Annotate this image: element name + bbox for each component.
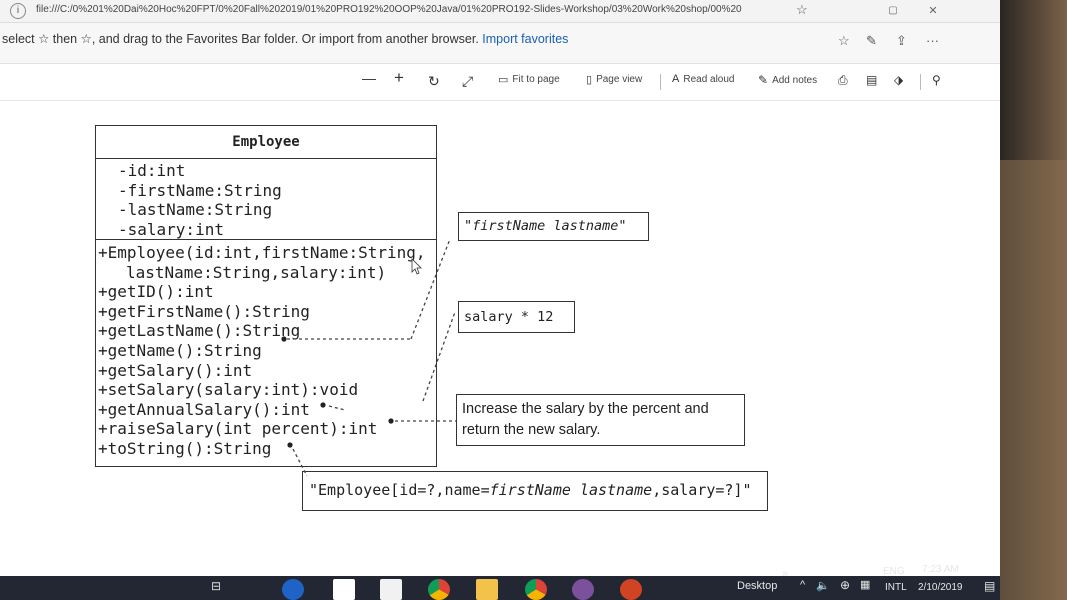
viber-icon[interactable] — [572, 579, 594, 600]
uml-field: -firstName:String — [118, 180, 282, 200]
clock-time[interactable]: 7:23 AM — [922, 564, 959, 575]
fit-page-icon: ▭ — [498, 74, 509, 86]
annual-salary-note: salary * 12 — [458, 301, 575, 333]
rotate-icon: ↻ — [428, 73, 440, 89]
toolbar-divider — [660, 74, 661, 90]
add-notes-button[interactable]: ✎Add notes — [758, 73, 817, 87]
save-as-button[interactable]: ⬗ — [894, 73, 903, 87]
show-hidden-icons-icon[interactable]: ^ — [800, 579, 806, 591]
uml-method: +getID():int — [98, 282, 214, 302]
page-view-button[interactable]: ▯Page view — [586, 73, 642, 86]
getname-note: "firstName lastname" — [458, 212, 649, 241]
pdf-page: Employee -id:int -firstName:String -last… — [0, 101, 1000, 576]
uml-method: lastName:String,salary:int) — [126, 262, 387, 282]
raise-note-line: return the new salary. — [462, 422, 601, 438]
page-view-icon: ▯ — [586, 74, 593, 86]
toolbar-chevron-icon[interactable]: » — [782, 568, 789, 580]
uml-class-box: Employee -id:int -firstName:String -last… — [95, 125, 437, 467]
uml-methods: +Employee(id:int,firstName:String, lastN… — [96, 240, 436, 459]
url-field[interactable]: file:///C:/0%201%20Dai%20Hoc%20FPT/0%20F… — [36, 4, 742, 15]
store-icon[interactable] — [333, 579, 355, 600]
add-notes-label: Add notes — [772, 74, 818, 86]
read-aloud-label: Read aloud — [683, 73, 735, 85]
save-button[interactable]: ▤ — [866, 73, 877, 87]
mail-icon[interactable] — [380, 579, 402, 600]
print-icon: ⎙ — [838, 73, 848, 87]
restore-window-icon[interactable]: ▢ — [888, 5, 898, 16]
taskbar: ⊟ Desktop » ^ 🔈 ⊕ ▦ ENG INTL 7:23 AM 2/1… — [0, 564, 1000, 600]
uml-method: +getLastName():String — [98, 321, 301, 341]
zoom-in-icon: + — [394, 68, 404, 87]
favorites-bar: select ☆ then ☆, and drag to the Favorit… — [0, 23, 1000, 64]
tostring-italic: firstName lastname — [489, 481, 653, 499]
share-icon[interactable]: ⇪ — [896, 33, 907, 48]
rotate-button[interactable]: ↻ — [428, 73, 440, 90]
uml-fields: -id:int -firstName:String -lastName:Stri… — [96, 159, 436, 240]
uml-method: +getFirstName():String — [98, 301, 310, 321]
uml-field: -salary:int — [118, 219, 224, 239]
toolbar-divider — [920, 74, 921, 90]
page-view-label: Page view — [596, 74, 643, 85]
uml-method: +raiseSalary(int percent):int — [98, 419, 378, 439]
uml-method: +toString():String — [98, 438, 272, 458]
clock-date[interactable]: 2/10/2019 — [918, 582, 963, 593]
expand-icon: ⤢ — [462, 73, 474, 89]
more-icon[interactable]: ··· — [926, 33, 939, 48]
favorites-hint-text: select ☆ then ☆, and drag to the Favorit… — [2, 32, 479, 46]
tostring-prefix: "Employee[id=?,name= — [309, 481, 490, 499]
uml-method: +getAnnualSalary():int — [98, 399, 310, 419]
uml-field: -id:int — [118, 161, 186, 180]
chrome-icon[interactable] — [428, 579, 450, 600]
pen-icon[interactable]: ✎ — [866, 33, 877, 48]
powerpoint-icon[interactable] — [620, 579, 642, 600]
pin-icon: ⚲ — [932, 73, 941, 87]
network-icon[interactable]: ⊕ — [840, 578, 851, 592]
address-bar: i file:///C:/0%201%20Dai%20Hoc%20FPT/0%2… — [0, 0, 1000, 23]
tostring-suffix: ,salary=?]" — [652, 481, 752, 499]
favorites-icon[interactable]: ☆ — [838, 33, 850, 48]
save-as-icon: ⬗ — [894, 73, 904, 87]
uml-field: -lastName:String — [118, 200, 273, 220]
background-desk — [1000, 160, 1067, 600]
fit-to-page-button[interactable]: ▭Fit to page — [498, 73, 560, 86]
favorite-star-icon[interactable]: ☆ — [796, 2, 808, 17]
desktop-toolbar[interactable]: Desktop — [737, 580, 778, 592]
print-button[interactable]: ⎙ — [838, 73, 848, 88]
raise-note-line: Increase the salary by the percent and — [462, 401, 709, 417]
task-view-icon[interactable]: ⊟ — [210, 579, 222, 593]
uml-class-name: Employee — [96, 126, 436, 159]
zoom-out-icon: — — [362, 70, 376, 86]
uml-method: +getSalary():int — [98, 360, 253, 380]
action-center-icon[interactable]: ▤ — [984, 579, 996, 593]
fullscreen-button[interactable]: ⤢ — [462, 73, 473, 90]
uml-method: +Employee(id:int,firstName:String, — [98, 243, 426, 262]
pen-icon: ✎ — [758, 73, 769, 87]
favorites-hint: select ☆ then ☆, and drag to the Favorit… — [2, 31, 568, 46]
chrome-icon[interactable] — [525, 579, 547, 600]
laptop-bezel — [1000, 0, 1067, 600]
volume-icon[interactable]: 🔈 — [816, 580, 830, 592]
pin-toolbar-button[interactable]: ⚲ — [932, 73, 941, 87]
keyboard-icon[interactable]: ▦ — [860, 579, 871, 591]
fit-to-page-label: Fit to page — [512, 74, 560, 85]
import-favorites-link[interactable]: Import favorites — [482, 32, 569, 46]
uml-method: +getName():String — [98, 340, 262, 360]
zoom-in-button[interactable]: + — [394, 68, 404, 88]
close-window-icon[interactable]: ✕ — [928, 5, 938, 17]
read-aloud-icon: A — [672, 73, 680, 85]
info-icon[interactable]: i — [10, 3, 26, 19]
file-explorer-icon[interactable] — [476, 579, 498, 600]
uml-method: +setSalary(salary:int):void — [98, 380, 359, 400]
tostring-note: "Employee[id=?,name=firstName lastname,s… — [302, 471, 768, 511]
edge-icon[interactable] — [282, 579, 304, 600]
raise-salary-note: Increase the salary by the percent and r… — [456, 394, 745, 446]
language-layout[interactable]: INTL — [885, 582, 907, 593]
language-indicator[interactable]: ENG — [883, 566, 905, 577]
zoom-out-button[interactable]: — — [362, 70, 376, 86]
save-icon: ▤ — [866, 73, 878, 87]
laptop-screen: i file:///C:/0%201%20Dai%20Hoc%20FPT/0%2… — [0, 0, 1000, 600]
